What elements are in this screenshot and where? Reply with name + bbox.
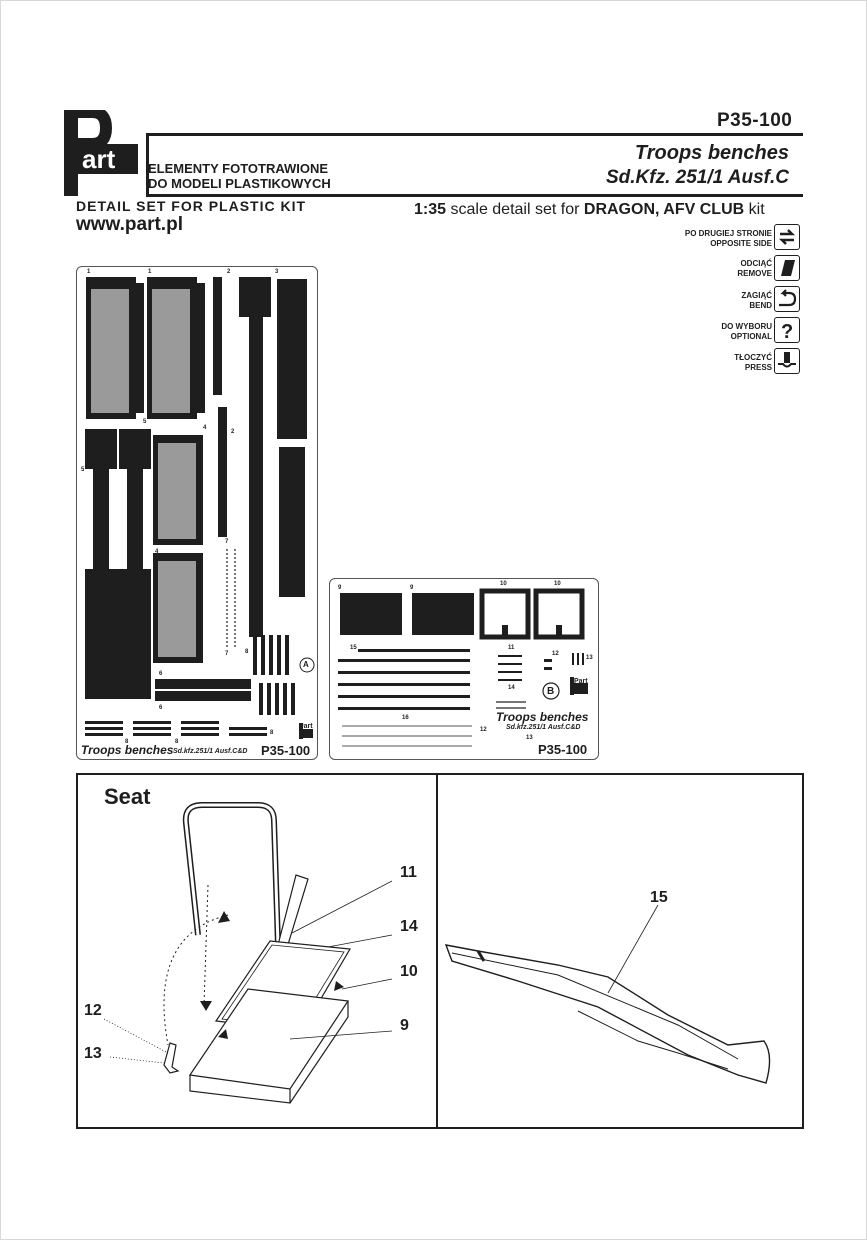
fret-a-part-number: 5 xyxy=(81,467,85,473)
legend-opposite-side: PO DRUGIEJ STRONIE OPPOSITE SIDE xyxy=(685,229,772,249)
fret-a-logo: Part xyxy=(299,723,313,730)
fret-a: 1 1 2 3 5 4 2 5 4 7 7 8 6 6 8 8 8 A Part… xyxy=(76,266,318,760)
fret-a-letter: A xyxy=(303,660,309,669)
fret-a-part-number: 4 xyxy=(203,425,207,431)
website: www.part.pl xyxy=(76,214,183,235)
fret-a-label: Troops benches xyxy=(81,743,174,757)
fret-a-part-number: 6 xyxy=(159,671,163,677)
callout-12: 12 xyxy=(84,1002,102,1019)
callout-11: 11 xyxy=(400,864,417,881)
seat-diagram xyxy=(103,802,393,1104)
legend-optional: DO WYBORU OPTIONAL xyxy=(721,322,772,342)
product-code: P35-100 xyxy=(717,110,793,131)
legend-en: PRESS xyxy=(744,363,772,372)
fret-b-part-number: 15 xyxy=(350,645,357,651)
rifle-diagram xyxy=(444,904,771,1084)
fret-b-part-number: 12 xyxy=(480,727,487,733)
scale-ratio: 1:35 xyxy=(414,201,447,218)
fret-b-part-number: 9 xyxy=(338,585,342,591)
title-line-2: Sd.Kfz. 251/1 Ausf.C xyxy=(605,167,789,188)
fret-a-part-number: 1 xyxy=(148,269,152,275)
fret-a-drawing xyxy=(85,277,315,739)
fret-b-part-number: 13 xyxy=(526,735,533,741)
instruction-panel xyxy=(76,773,804,1129)
legend-pl: PO DRUGIEJ STRONIE xyxy=(684,229,772,238)
scale-line: 1:35 scale detail set for DRAGON, AFV CL… xyxy=(414,201,765,219)
fret-a-part-number: 1 xyxy=(87,269,91,275)
instruction-divider xyxy=(436,773,438,1127)
fret-b: 9 9 10 10 15 11 12 13 14 16 12 13 B Part… xyxy=(329,578,599,760)
fret-b-part-number: 12 xyxy=(552,651,559,657)
fret-b-part-number: 10 xyxy=(554,581,561,587)
scale-text: scale detail set for xyxy=(450,201,580,218)
legend-pl: DO WYBORU xyxy=(721,322,772,331)
fret-b-drawing xyxy=(338,588,588,747)
fret-a-part-number: 8 xyxy=(175,739,179,745)
fret-a-part-number: 8 xyxy=(125,739,129,745)
scale-brands: DRAGON, AFV CLUB xyxy=(583,201,745,218)
press-icon xyxy=(774,348,800,374)
fret-a-part-number: 7 xyxy=(225,651,229,657)
callout-10: 10 xyxy=(400,963,418,980)
legend-en: OPTIONAL xyxy=(730,332,772,341)
fret-b-code: P35-100 xyxy=(538,742,588,757)
legend-bend: ZAGIĄĆ BEND xyxy=(741,291,772,311)
polish-line-1: ELEMENTY FOTOTRAWIONE xyxy=(148,161,329,176)
legend-pl: ZAGIĄĆ xyxy=(741,291,772,300)
fret-a-part-number: 8 xyxy=(245,649,249,655)
fret-b-letter: B xyxy=(547,686,555,697)
seat-title: Seat xyxy=(104,784,151,809)
fret-b-logo: Part xyxy=(574,678,588,685)
fret-a-code: P35-100 xyxy=(261,743,311,758)
legend-en: REMOVE xyxy=(737,269,772,278)
svg-text:art: art xyxy=(82,144,116,174)
scale-kit: kit xyxy=(748,201,765,218)
fret-b-part-number: 16 xyxy=(402,715,409,721)
fret-b-part-number: 13 xyxy=(586,655,593,661)
title-frame xyxy=(146,133,803,197)
polish-subtitle: ELEMENTY FOTOTRAWIONE DO MODELI PLASTIKO… xyxy=(148,161,331,191)
fret-a-part-number: 3 xyxy=(275,269,279,275)
callout-15: 15 xyxy=(650,889,668,906)
fret-a-part-number: 5 xyxy=(143,419,147,425)
callout-13: 13 xyxy=(84,1045,102,1062)
polish-line-2: DO MODELI PLASTIKOWYCH xyxy=(148,176,331,191)
fret-b-label: Troops benches xyxy=(496,710,589,724)
fret-b-part-number: 9 xyxy=(410,585,414,591)
svg-text:?: ? xyxy=(781,321,793,342)
title-line-1: Troops benches xyxy=(634,142,789,164)
callout-14: 14 xyxy=(400,918,418,935)
optional-icon: ? xyxy=(774,317,800,343)
bend-icon xyxy=(774,286,800,312)
fret-a-part-number: 6 xyxy=(159,705,163,711)
legend-press: TŁOCZYĆ PRESS xyxy=(734,353,772,373)
remove-icon xyxy=(774,255,800,281)
fret-b-part-number: 11 xyxy=(508,645,515,651)
legend-en: OPPOSITE SIDE xyxy=(710,239,772,248)
callout-9: 9 xyxy=(400,1017,409,1034)
fret-b-part-number: 14 xyxy=(508,685,515,691)
legend-pl: TŁOCZYĆ xyxy=(734,353,772,362)
fret-a-part-number: 7 xyxy=(225,539,229,545)
part-logo: art xyxy=(60,106,140,196)
opposite-side-icon xyxy=(774,224,800,250)
legend-pl: ODCIĄĆ xyxy=(740,259,772,268)
fret-a-sub: Sd.kfz.251/1 Ausf.C&D xyxy=(173,748,248,755)
fret-b-part-number: 10 xyxy=(500,581,507,587)
fret-a-part-number: 2 xyxy=(231,429,235,435)
fret-a-part-number: 4 xyxy=(155,549,159,555)
fret-a-part-number: 8 xyxy=(270,730,274,736)
fret-b-sub: Sd.kfz.251/1 Ausf.C&D xyxy=(506,724,581,731)
legend-en: BEND xyxy=(749,301,772,310)
legend-remove: ODCIĄĆ REMOVE xyxy=(737,259,772,279)
detail-set-text: DETAIL SET FOR PLASTIC KIT xyxy=(76,198,307,214)
fret-a-part-number: 2 xyxy=(227,269,231,275)
